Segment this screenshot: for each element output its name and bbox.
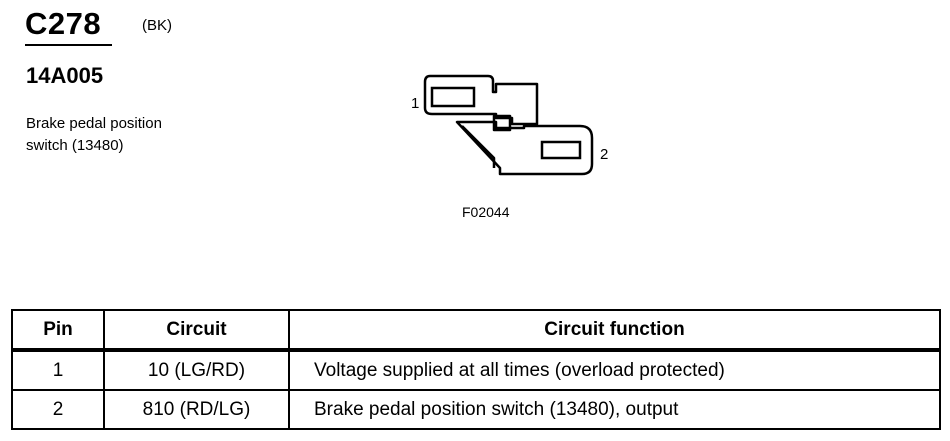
pin-2-cavity — [540, 140, 582, 160]
circuit-cell: 810 (RD/LG) — [103, 389, 290, 430]
table-row: 1 10 (LG/RD) Voltage supplied at all tim… — [11, 349, 941, 391]
column-header: Pin — [11, 309, 105, 352]
table-header-row: Pin Circuit Circuit function — [11, 309, 941, 352]
description-line: Brake pedal position — [26, 115, 162, 132]
pin-table: Pin Circuit Circuit function 1 10 (LG/RD… — [11, 309, 941, 430]
pin-label: 1 — [411, 95, 420, 112]
component-description: Brake pedal position switch (13480) — [26, 113, 226, 157]
connector-color: (BK) — [142, 17, 172, 34]
function-cell: Brake pedal position switch (13480), out… — [288, 389, 941, 430]
pin-label: 2 — [600, 146, 609, 163]
pin-1-cavity — [430, 86, 476, 108]
connector-face-diagram — [423, 74, 594, 176]
description-line: switch (13480) — [26, 137, 124, 154]
circuit-cell: 10 (LG/RD) — [103, 349, 290, 391]
function-cell: Voltage supplied at all times (overload … — [288, 349, 941, 391]
part-number: 14A005 — [26, 63, 104, 88]
column-header: Circuit function — [288, 309, 941, 352]
connector-lower-inner-edge — [461, 125, 496, 168]
connector-upper-housing — [423, 74, 539, 126]
connector-id-underline — [25, 44, 112, 46]
column-header: Circuit — [103, 309, 290, 352]
table-row: 2 810 (RD/LG) Brake pedal position switc… — [11, 389, 941, 430]
connector-lower-housing — [455, 120, 594, 176]
pin-cell: 2 — [11, 389, 105, 430]
connector-locking-tab — [492, 114, 512, 132]
figure-code: F02044 — [462, 204, 510, 220]
pin-cell: 1 — [11, 349, 105, 391]
connector-id: C278 — [25, 6, 102, 41]
